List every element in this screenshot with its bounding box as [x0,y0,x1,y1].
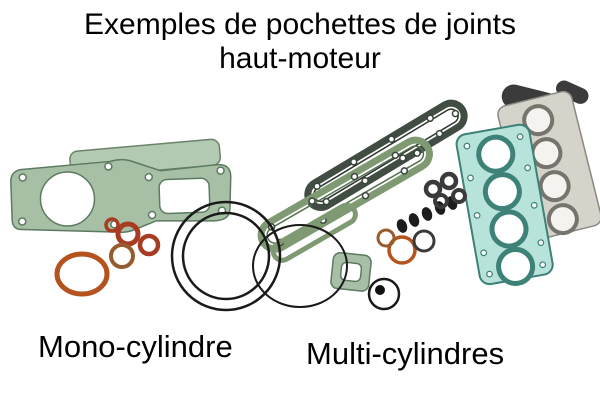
multi-head-gasket-teal [455,123,554,286]
gasket-photo [10,80,600,312]
ring-with-dot [367,277,401,311]
valve-cover-gaskets [257,99,468,263]
mono-head-gasket [10,138,232,234]
title-line-2: haut-moteur [219,41,381,75]
mono-o-ring-orange [54,243,135,297]
large-o-rings [170,200,348,312]
small-square-gasket [330,251,372,292]
title-line-1: Exemples de pochettes de joints [84,8,516,41]
mono-o-rings-red [104,217,161,257]
small-black-seals [423,171,467,209]
caption-mono-cylindre: Mono-cylindre [38,329,233,364]
rubber-grommets [396,196,458,233]
figure-title: Exemples de pochettes de joints haut-mot… [0,0,600,75]
small-seal-rings [376,228,436,265]
caption-multi-cylindres: Multi-cylindres [306,336,505,371]
